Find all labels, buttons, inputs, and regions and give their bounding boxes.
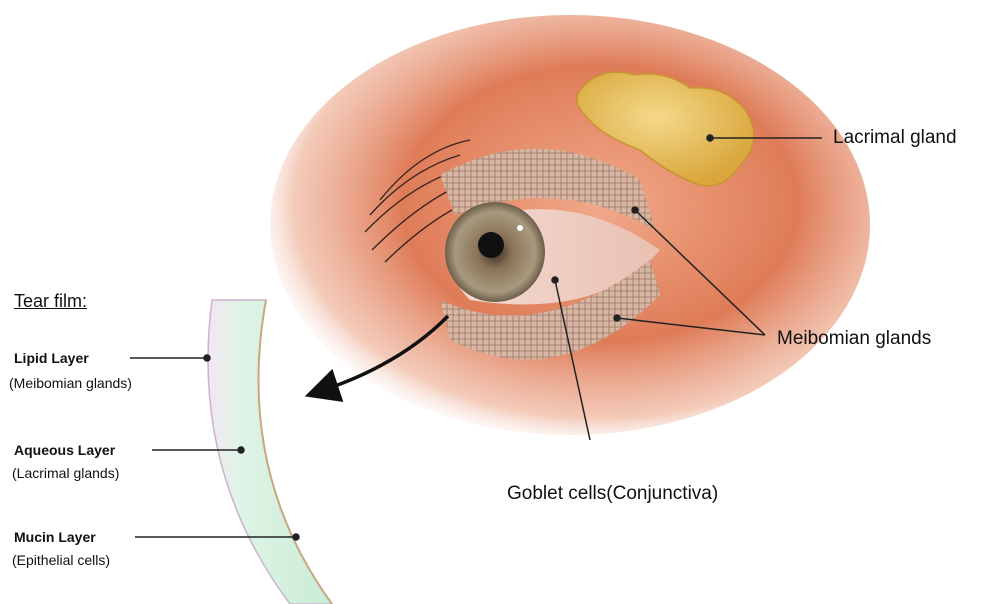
tear-layer-name: Mucin Layer (14, 529, 96, 545)
iris-highlight (517, 225, 523, 231)
tear-film-arc (208, 300, 332, 604)
tear-layer-name: Aqueous Layer (14, 442, 115, 458)
pupil (478, 232, 504, 258)
tear-layer-source: (Epithelial cells) (12, 552, 110, 568)
label-meibomian-glands: Meibomian glands (777, 328, 931, 350)
label-goblet-cells: Goblet cells(Conjunctiva) (507, 483, 718, 505)
tear-layer-source: (Lacrimal glands) (12, 465, 119, 481)
tear-film-title: Tear film: (14, 291, 87, 312)
label-lacrimal-gland: Lacrimal gland (833, 127, 957, 149)
tear-layer-source: (Meibomian glands) (9, 375, 132, 391)
tear-layer-name: Lipid Layer (14, 350, 89, 366)
